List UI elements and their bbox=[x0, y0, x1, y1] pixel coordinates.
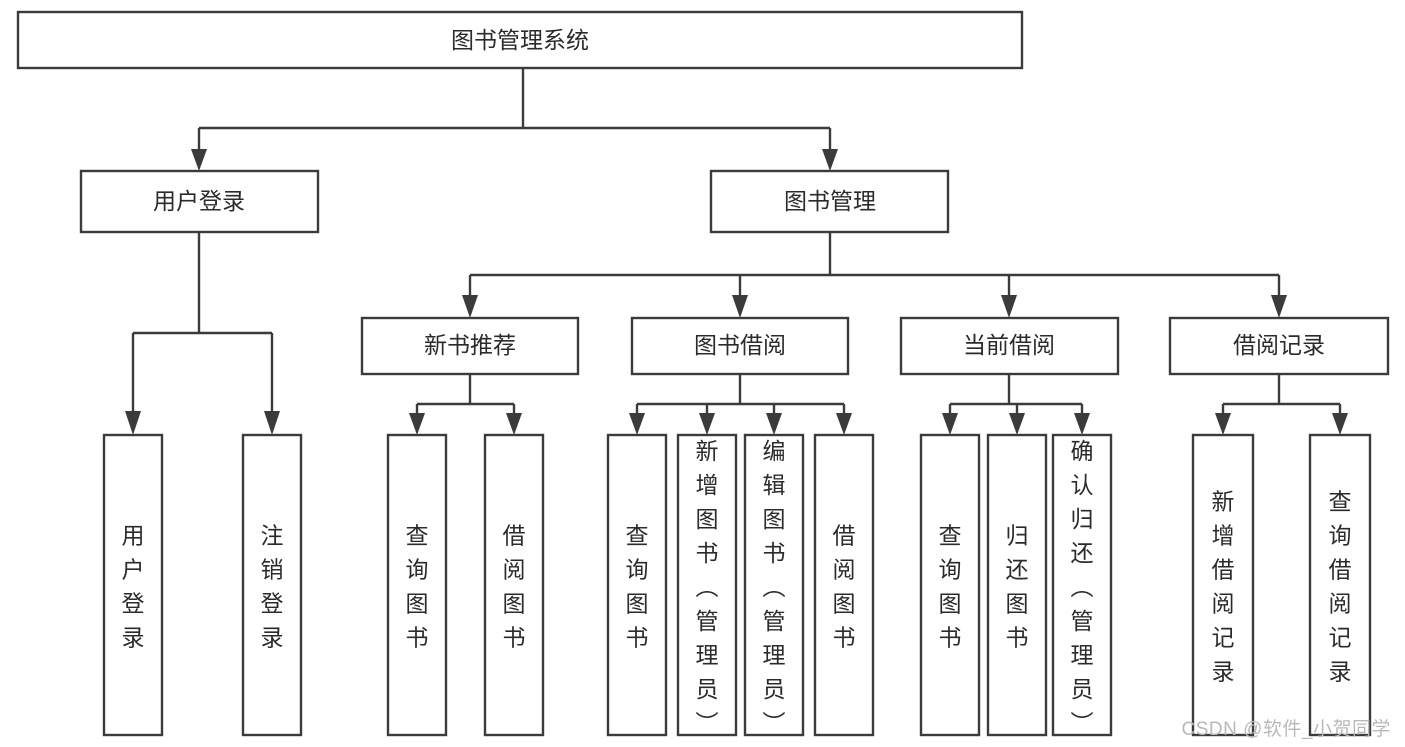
node-leaf-return-book[interactable]: 归还图书 bbox=[986, 433, 1048, 737]
node-current-borrow[interactable]: 当前借阅 bbox=[899, 316, 1120, 376]
arrow-to-user-login bbox=[191, 149, 207, 171]
node-user-login[interactable]: 用户登录 bbox=[79, 169, 320, 234]
node-leaf-add-borrow-record-box[interactable] bbox=[1191, 433, 1255, 737]
node-leaf-user-login[interactable]: 用户登录 bbox=[102, 433, 164, 737]
arrow-to-book-manage bbox=[822, 149, 838, 171]
node-book-manage[interactable]: 图书管理 bbox=[709, 169, 950, 234]
node-new-book-recommend-box[interactable] bbox=[360, 316, 580, 376]
node-leaf-add-borrow-record[interactable]: 新增借阅记录 bbox=[1191, 433, 1255, 737]
node-leaf-add-book-admin[interactable]: 新增图书︵管理员︶ bbox=[676, 433, 738, 737]
arrow-leaf-logout bbox=[264, 411, 280, 435]
arrow-leaf-confirm-return-admin bbox=[1074, 413, 1090, 435]
node-leaf-confirm-return-admin-box[interactable] bbox=[1051, 433, 1113, 737]
node-root-label: 图书管理系统 bbox=[451, 27, 589, 53]
node-leaf-query-borrow-record-label: 查询借阅记录 bbox=[1329, 489, 1352, 685]
node-leaf-query-book-current-box[interactable] bbox=[919, 433, 981, 737]
arrow-leaf-user-login bbox=[125, 411, 141, 435]
node-leaf-borrow-book-label: 借阅图书 bbox=[833, 523, 856, 651]
node-leaf-borrow-book-recommend-label: 借阅图书 bbox=[503, 523, 526, 651]
arrow-leaf-query-book-current bbox=[942, 413, 958, 435]
node-leaf-query-book-borrow-label: 查询图书 bbox=[626, 523, 649, 651]
arrow-leaf-borrow-book-recommend bbox=[506, 413, 522, 435]
node-leaf-return-book-box[interactable] bbox=[986, 433, 1048, 737]
node-user-login-label: 用户登录 bbox=[153, 188, 245, 214]
arrow-to-book-borrow bbox=[732, 295, 748, 318]
node-leaf-user-login-label: 用户登录 bbox=[122, 523, 145, 651]
arrow-leaf-add-book-admin bbox=[699, 413, 715, 435]
node-leaf-confirm-return-admin[interactable]: 确认归还︵管理员︶ bbox=[1051, 433, 1113, 737]
node-leaf-query-book-current-label: 查询图书 bbox=[939, 523, 962, 651]
arrow-leaf-query-borrow-record bbox=[1332, 413, 1348, 435]
leaf-nodes-group: 用户登录 注销登录 查询图书 借阅图书 查询图书 新增图书︵管理员︶ bbox=[102, 433, 1372, 737]
node-leaf-query-book-recommend-box[interactable] bbox=[386, 433, 448, 737]
node-leaf-edit-book-admin-label: 编辑图书︵管理员︶ bbox=[763, 438, 786, 736]
node-book-manage-label: 图书管理 bbox=[784, 188, 876, 214]
node-leaf-logout-label: 注销登录 bbox=[261, 523, 284, 651]
node-leaf-add-borrow-record-label: 新增借阅记录 bbox=[1212, 489, 1235, 685]
node-leaf-confirm-return-admin-label: 确认归还︵管理员︶ bbox=[1071, 438, 1094, 736]
node-leaf-query-book-recommend-label: 查询图书 bbox=[406, 523, 429, 651]
arrow-leaf-return-book bbox=[1009, 413, 1025, 435]
node-leaf-user-login-box[interactable] bbox=[102, 433, 164, 737]
node-borrow-record[interactable]: 借阅记录 bbox=[1168, 316, 1390, 376]
node-borrow-record-box[interactable] bbox=[1168, 316, 1390, 376]
csdn-watermark: CSDN @软件_小贺同学 bbox=[1181, 719, 1391, 740]
node-leaf-add-book-admin-box[interactable] bbox=[676, 433, 738, 737]
node-leaf-query-book-borrow[interactable]: 查询图书 bbox=[606, 433, 668, 737]
node-leaf-query-book-recommend[interactable]: 查询图书 bbox=[386, 433, 448, 737]
connectors-group bbox=[125, 68, 1348, 435]
node-leaf-logout-box[interactable] bbox=[241, 433, 303, 737]
node-leaf-borrow-book-recommend[interactable]: 借阅图书 bbox=[483, 433, 545, 737]
node-book-borrow-label: 图书借阅 bbox=[694, 332, 786, 358]
arrow-to-current-borrow bbox=[1001, 295, 1017, 318]
node-leaf-query-borrow-record-box[interactable] bbox=[1308, 433, 1372, 737]
arrow-leaf-edit-book-admin bbox=[766, 413, 782, 435]
node-root[interactable]: 图书管理系统 bbox=[16, 10, 1024, 70]
arrow-leaf-query-book-borrow bbox=[629, 413, 645, 435]
node-root-box[interactable] bbox=[16, 10, 1024, 70]
node-leaf-borrow-book-recommend-box[interactable] bbox=[483, 433, 545, 737]
node-leaf-borrow-book[interactable]: 借阅图书 bbox=[813, 433, 875, 737]
node-leaf-borrow-book-box[interactable] bbox=[813, 433, 875, 737]
node-leaf-query-book-borrow-box[interactable] bbox=[606, 433, 668, 737]
arrow-leaf-add-borrow-record bbox=[1215, 413, 1231, 435]
node-book-borrow[interactable]: 图书借阅 bbox=[630, 316, 850, 376]
node-borrow-record-label: 借阅记录 bbox=[1233, 332, 1325, 358]
node-current-borrow-label: 当前借阅 bbox=[963, 332, 1055, 358]
node-user-login-box[interactable] bbox=[79, 169, 320, 234]
node-leaf-query-borrow-record[interactable]: 查询借阅记录 bbox=[1308, 433, 1372, 737]
node-leaf-logout[interactable]: 注销登录 bbox=[241, 433, 303, 737]
node-leaf-query-book-current[interactable]: 查询图书 bbox=[919, 433, 981, 737]
arrow-to-borrow-record bbox=[1271, 295, 1287, 318]
node-current-borrow-box[interactable] bbox=[899, 316, 1120, 376]
node-book-borrow-box[interactable] bbox=[630, 316, 850, 376]
arrow-leaf-borrow-book bbox=[836, 413, 852, 435]
node-leaf-return-book-label: 归还图书 bbox=[1006, 523, 1029, 651]
arrow-to-new-book-recommend bbox=[462, 295, 478, 318]
node-new-book-recommend-label: 新书推荐 bbox=[424, 332, 516, 358]
node-leaf-edit-book-admin[interactable]: 编辑图书︵管理员︶ bbox=[743, 433, 805, 737]
node-book-manage-box[interactable] bbox=[709, 169, 950, 234]
node-leaf-edit-book-admin-box[interactable] bbox=[743, 433, 805, 737]
arrow-leaf-query-book-recommend bbox=[409, 413, 425, 435]
node-new-book-recommend[interactable]: 新书推荐 bbox=[360, 316, 580, 376]
node-leaf-add-book-admin-label: 新增图书︵管理员︶ bbox=[696, 438, 719, 736]
